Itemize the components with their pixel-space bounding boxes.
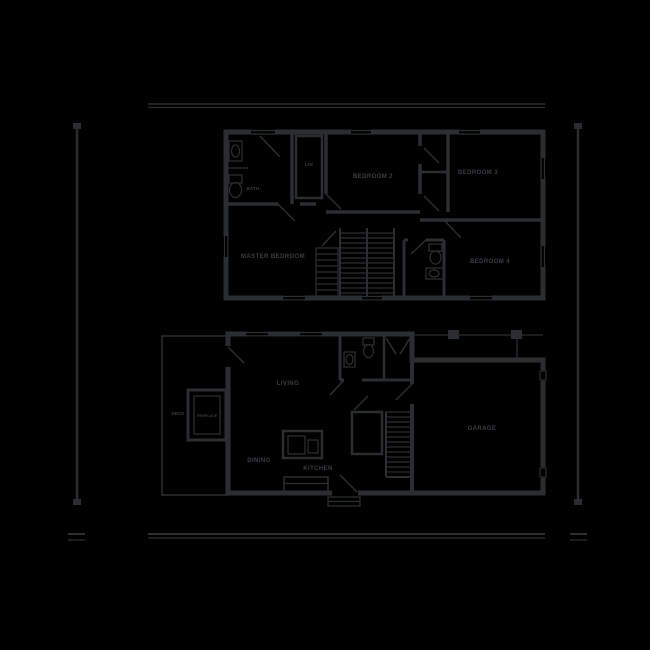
bathroom-2 <box>402 238 446 298</box>
room-label-kitchen: KITCHEN <box>303 466 332 472</box>
room-label-deck: DECK <box>171 411 185 416</box>
toilet-fixture <box>228 174 243 184</box>
dimension-tick <box>574 123 582 129</box>
toilet-fixture <box>428 243 443 252</box>
door-leaf <box>410 239 427 255</box>
toilet-bowl <box>228 181 243 199</box>
door-leaf <box>339 474 358 493</box>
hall-closets <box>418 132 450 212</box>
room-label-bedroom2: BEDROOM 2 <box>353 174 393 180</box>
jamb <box>539 370 548 381</box>
window <box>283 294 305 302</box>
stairwell-lower <box>385 411 412 478</box>
room-label-bath: BATH <box>247 186 260 191</box>
kitchen-sink <box>287 435 306 455</box>
dimension-tick <box>73 123 81 129</box>
door-opening <box>223 346 233 367</box>
exterior-wall <box>225 331 546 496</box>
closet <box>350 410 384 456</box>
door-leaf <box>395 383 413 401</box>
sink-basin <box>428 269 440 278</box>
toilet-bowl <box>362 343 375 359</box>
window <box>251 127 275 136</box>
room-label-fireplace: FIREPLACE <box>197 414 218 418</box>
room-label-garage: GARAGE <box>468 426 497 432</box>
toilet-bowl <box>429 250 442 265</box>
kitchen-island <box>281 429 324 460</box>
room-label-master: MASTER BEDROOM <box>241 254 305 260</box>
sink-fixture <box>343 351 356 368</box>
door-leaf <box>277 203 296 222</box>
room-label-bedroom3: BEDROOM 3 <box>458 170 498 176</box>
room-label-bedroom4: BEDROOM 4 <box>470 259 510 265</box>
porch-post <box>448 330 459 339</box>
upper-floor: BATH LIN BEDROOM 2 BEDROOM 3 MASTER BEDR… <box>222 127 547 302</box>
door-leaf <box>321 230 337 247</box>
door-leaf <box>399 337 411 355</box>
room-label-dining: DINING <box>247 458 270 464</box>
jamb <box>539 370 547 381</box>
vanity-fixture <box>425 267 444 280</box>
window <box>459 127 480 136</box>
fireplace-hearth <box>193 395 221 435</box>
door-leaf <box>353 395 369 411</box>
window <box>351 127 371 136</box>
dimension-tick <box>73 499 81 505</box>
jamb <box>539 467 547 478</box>
room-label-living: LIVING <box>277 381 299 387</box>
window <box>246 329 268 339</box>
exterior-wall <box>223 129 546 301</box>
door-opening <box>332 488 358 498</box>
door-leaf <box>227 346 245 364</box>
window-bay <box>283 476 329 493</box>
sink-basin <box>230 144 241 158</box>
door-leaf <box>329 379 345 396</box>
dimension-tick <box>574 499 582 505</box>
powder-room <box>329 334 412 396</box>
jamb <box>539 467 548 478</box>
sink-fixture <box>228 140 243 162</box>
window <box>222 236 230 257</box>
window <box>539 246 547 267</box>
kitchen-island <box>281 429 324 460</box>
door-leaf <box>385 337 397 355</box>
bathroom-upper <box>226 132 294 204</box>
border-frame <box>68 103 587 541</box>
lower-floor: DECK FIREPLACE LIVING DINING KITCHEN GAR… <box>161 329 548 507</box>
door-leaf <box>423 195 440 212</box>
porch-post <box>511 330 522 339</box>
door-leaf <box>423 147 440 164</box>
sink-basin <box>345 353 354 366</box>
shelf-closet <box>315 230 339 297</box>
window <box>300 329 322 339</box>
window <box>539 158 547 179</box>
windows-upper <box>222 127 547 302</box>
stairwell-upper <box>339 228 395 298</box>
door-leaf <box>259 135 281 158</box>
windows-lower <box>223 329 358 498</box>
closet <box>294 134 324 200</box>
window <box>362 294 382 302</box>
room-label-linen: LIN <box>305 162 313 167</box>
door-leaf <box>443 219 462 239</box>
kitchen-appliance <box>307 439 319 454</box>
door-leaf <box>325 193 342 210</box>
window <box>470 294 492 302</box>
